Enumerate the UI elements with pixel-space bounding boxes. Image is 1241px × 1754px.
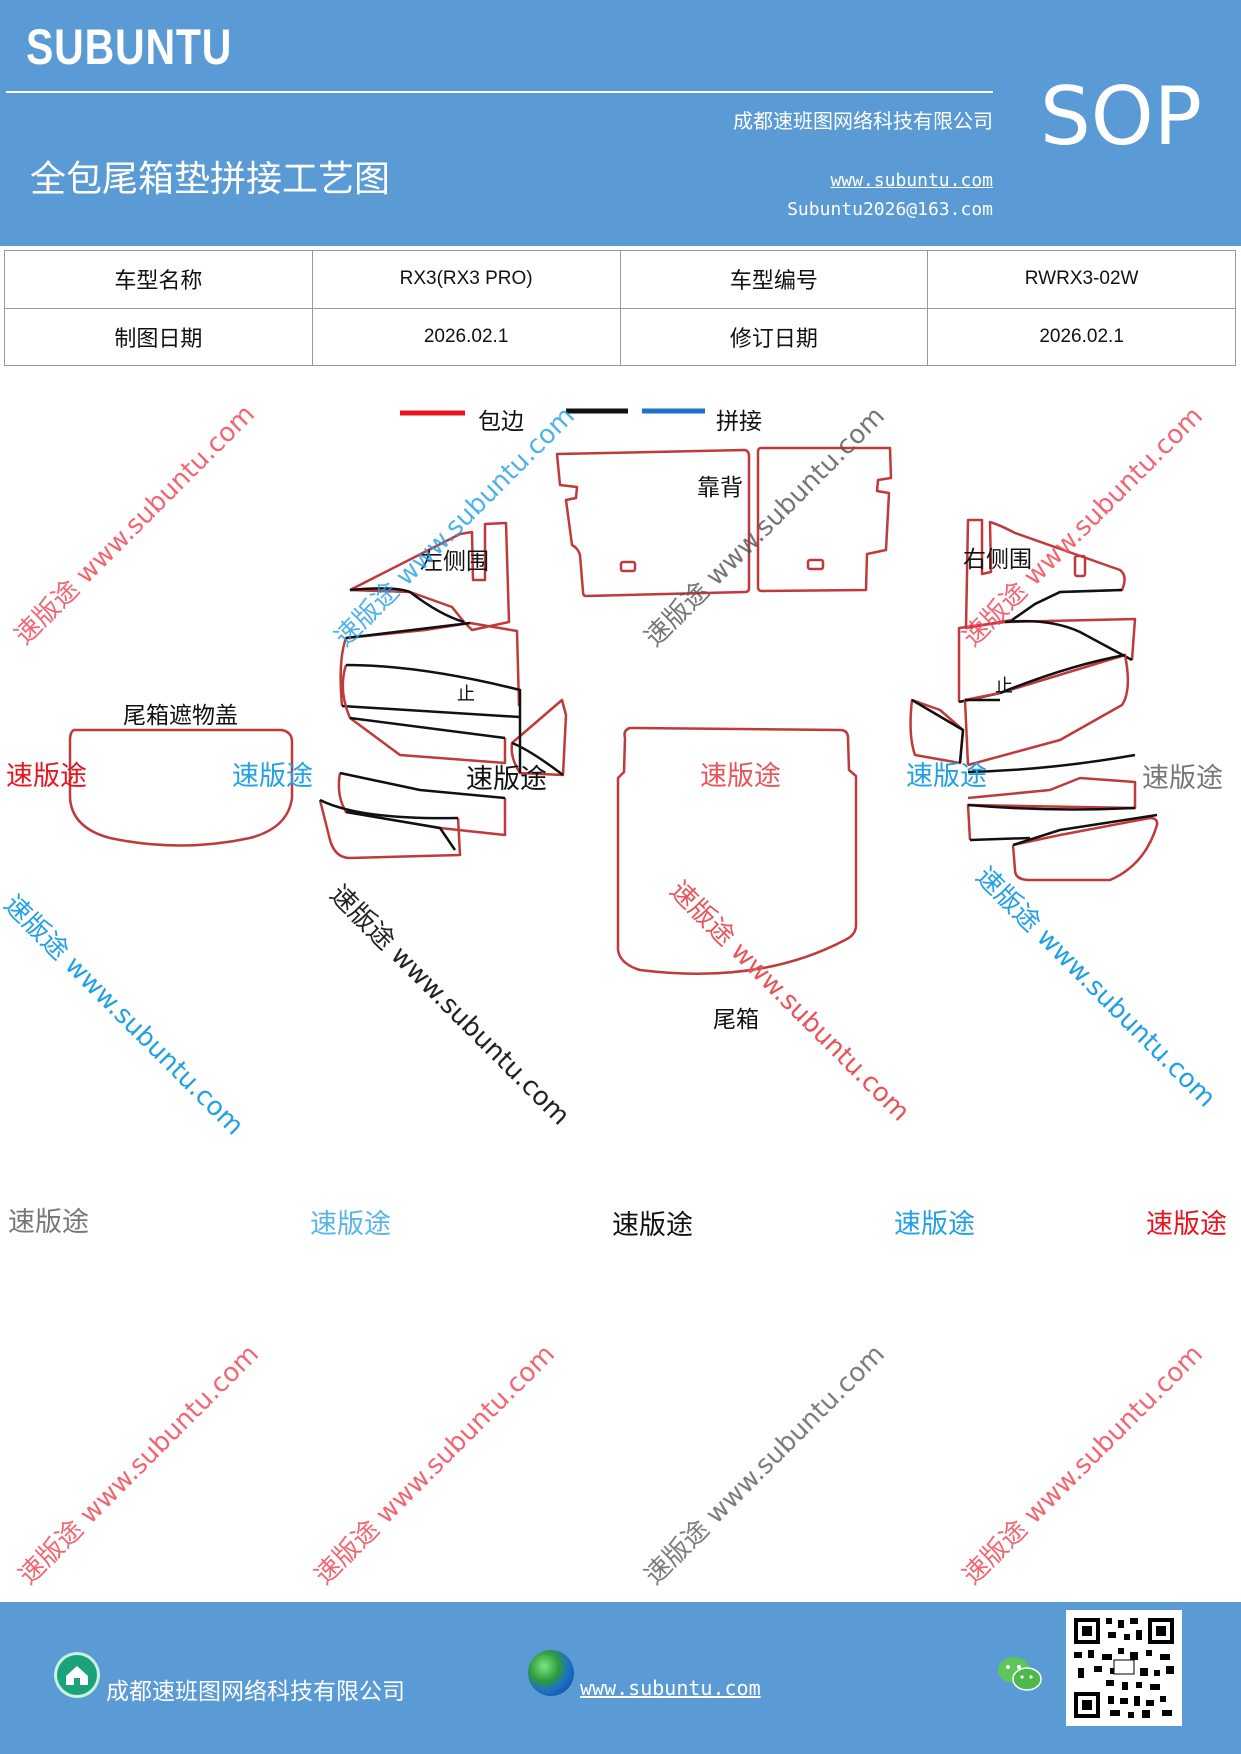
footer-website-link[interactable]: www.subuntu.com [580, 1676, 761, 1700]
left-side-piece-5-splice [319, 798, 459, 820]
draw-date-label: 制图日期 [4, 307, 313, 366]
watermark-label: 速版途 [232, 761, 313, 792]
header-divider [6, 91, 993, 93]
left-side-top-splice [349, 587, 465, 624]
right-side-piece-3 [963, 653, 1130, 767]
watermark-label: 速版途 [8, 1207, 89, 1238]
watermark-label: 速版途 [310, 1209, 391, 1240]
vehicle-info-table: 车型名称 RX3(RX3 PRO) 车型编号 RWRX3-02W 制图日期 20… [4, 250, 1236, 366]
left-side-piece-3 [341, 664, 507, 765]
left-side-piece-2-splice [341, 621, 521, 719]
table-row: 车型名称 RX3(RX3 PRO) 车型编号 RWRX3-02W [4, 250, 1236, 309]
right-side-piece-3-splice [965, 653, 1126, 702]
mat-layout-diagram [68, 408, 1159, 975]
qr-code [1066, 1610, 1182, 1726]
left-side-top-piece [349, 521, 511, 632]
model-name-value: RX3(RX3 PRO) [311, 250, 621, 309]
header-website-link[interactable]: www.subuntu.com [830, 170, 993, 191]
right-side-wedge-splice [911, 698, 965, 764]
watermark-diagonal: 速版途 www.subuntu.com [957, 1339, 1209, 1591]
watermark-label: 速版途 [612, 1210, 693, 1241]
cargo-cover-label: 尾箱遮物盖 [123, 703, 238, 729]
backrest-label: 靠背 [697, 475, 743, 501]
watermark-label: 速版途 [894, 1209, 975, 1240]
right-side-piece-4-splice [967, 753, 1136, 842]
watermark-label: 速版途 [1146, 1209, 1227, 1240]
backrest-right-panel [756, 446, 893, 593]
right-side-wedge [909, 698, 965, 765]
left-side-piece-4-splice [339, 771, 506, 851]
revise-date-value: 2026.02.1 [927, 307, 1236, 366]
watermark-diagonal: 速版途 www.subuntu.com [309, 1339, 561, 1591]
right-side-top-splice [1011, 588, 1123, 622]
watermark-diagonal: 速版途 www.subuntu.com [639, 1339, 891, 1591]
legend-label-splice: 拼接 [716, 409, 762, 435]
backrest-right-slot [806, 558, 825, 571]
left-side-wedge [510, 698, 568, 777]
model-code-value: RWRX3-02W [927, 250, 1236, 309]
left-side-wedge-splice [511, 717, 564, 776]
header-banner [0, 0, 1241, 246]
watermark-label: 速版途 [466, 764, 547, 795]
watermark-label: 速版途 [700, 761, 781, 792]
page-title: 全包尾箱垫拼接工艺图 [30, 159, 391, 200]
trunk-label: 尾箱 [713, 1007, 759, 1033]
home-icon [54, 1652, 100, 1698]
doc-type-label: SOP [1040, 70, 1202, 163]
header-email: Subuntu2026@163.com [787, 199, 993, 220]
qr-code-pattern [1066, 1610, 1182, 1726]
home-icon-glyph [66, 1666, 88, 1685]
right-side-piece-5-splice [1012, 813, 1158, 847]
draw-date-value: 2026.02.1 [311, 307, 621, 366]
header-company: 成都速班图网络科技有限公司 [733, 109, 993, 133]
left-side-label: 左侧围 [420, 549, 489, 575]
trunk-outline [616, 726, 858, 975]
left-side-piece-5 [318, 799, 462, 860]
right-side-top-slot [1073, 554, 1087, 578]
cargo-cover-outline [68, 728, 294, 847]
backrest-left-slot [619, 560, 637, 573]
globe-icon [528, 1650, 574, 1696]
right-side-stop-mark: 止 [995, 676, 1013, 697]
revise-date-label: 修订日期 [619, 307, 929, 366]
right-side-label: 右侧围 [963, 547, 1032, 573]
legend-label-binding: 包边 [478, 409, 524, 435]
left-side-piece-3-splice [345, 663, 522, 740]
model-code-label: 车型编号 [619, 250, 929, 309]
watermark-label: 速版途 [906, 761, 987, 792]
table-row: 制图日期 2026.02.1 修订日期 2026.02.1 [4, 307, 1236, 366]
backrest-left-panel [555, 448, 751, 598]
watermark-diagonal: 速版途 www.subuntu.com [13, 1339, 265, 1591]
wechat-icon[interactable] [996, 1652, 1044, 1696]
right-side-piece-5 [1011, 816, 1159, 882]
left-side-stop-mark: 止 [457, 684, 475, 705]
watermark-label: 速版途 [6, 761, 87, 792]
watermark-label: 速版途 [1142, 763, 1223, 794]
model-name-label: 车型名称 [4, 250, 313, 309]
footer-company: 成都速班图网络科技有限公司 [106, 1679, 405, 1705]
brand-logo-text: SUBUNTU [26, 19, 233, 75]
